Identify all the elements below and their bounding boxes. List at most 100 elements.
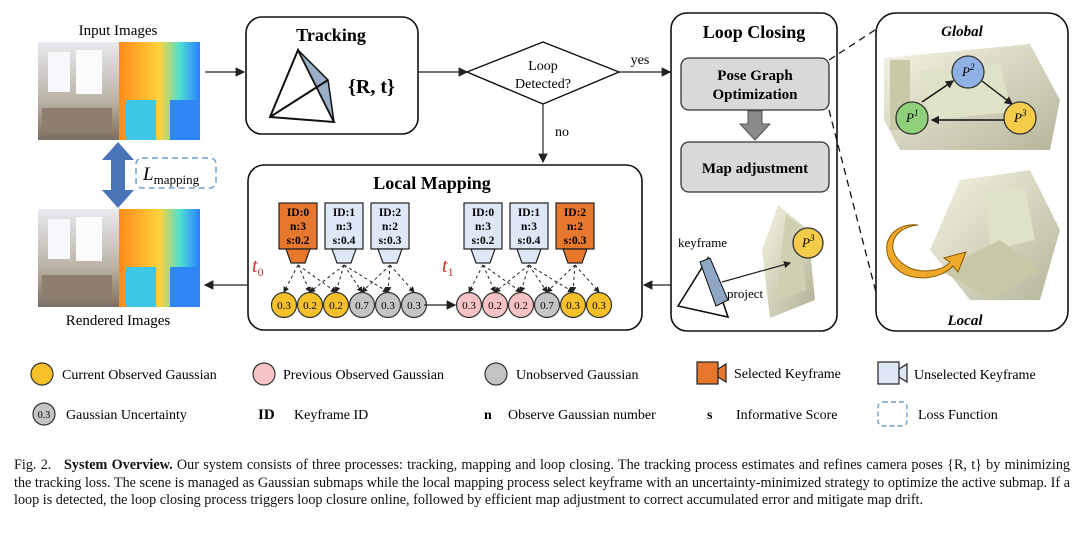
figure-caption: Fig. 2. System Overview. Our system cons… <box>14 457 1070 510</box>
t1-keyframe-id: ID:0 <box>472 207 495 219</box>
t1-gaussian <box>455 291 483 319</box>
t1-kf-link <box>468 264 484 293</box>
legend: Current Observed Gaussian Previous Obser… <box>30 361 1036 427</box>
keyframe-label: keyframe <box>678 235 727 250</box>
legend-loss-swatch <box>877 401 908 427</box>
local-scan <box>930 170 1060 300</box>
legend-unobserved-swatch <box>484 362 508 386</box>
t1-gaussian-value: 0.3 <box>566 300 580 312</box>
t1-kf-link <box>482 264 496 293</box>
t1-kf-link <box>528 264 574 293</box>
t0-gaussian <box>374 291 402 319</box>
t1-gaussian <box>585 291 613 319</box>
pose-graph-line2: Optimization <box>713 87 799 103</box>
legend-uncertainty-sample: 0.3 <box>38 410 51 421</box>
caption-fig-number: Fig. 2. <box>14 457 52 473</box>
input-image-pair <box>38 42 200 140</box>
legend-loss-label: Loss Function <box>918 408 998 423</box>
rendered-image-pair <box>38 209 200 307</box>
t1-keyframe-0: ID:0 n:3 s:0.2 <box>463 202 503 264</box>
t1-keyframe-s: s:0.4 <box>518 235 541 247</box>
p3-node-global-label: P3 <box>1013 108 1027 125</box>
t1-keyframe-n: n:3 <box>521 221 537 233</box>
caption-text: Our system consists of three processes: … <box>14 457 1071 509</box>
connector-top <box>828 27 879 61</box>
t1-keyframe-id: ID:1 <box>518 207 541 219</box>
t1-kf-link <box>519 264 530 293</box>
local-label: Local <box>947 313 984 329</box>
t1-keyframe-2: ID:2 n:2 s:0.3 <box>555 202 595 264</box>
p2-node-label: P2 <box>961 62 975 79</box>
pose-graph-box <box>680 57 830 111</box>
p1-node <box>895 101 929 135</box>
t0-gaussian-value: 0.3 <box>277 300 291 312</box>
p1-node-label: P1 <box>905 108 918 125</box>
t1-gaussian-value: 0.2 <box>488 300 502 312</box>
t0-kf-link <box>385 264 392 293</box>
no-label: no <box>555 125 569 140</box>
t0-keyframe-s: s:0.2 <box>287 235 310 247</box>
t0-kf-link <box>343 264 389 293</box>
t0-label: t0 <box>252 255 264 279</box>
legend-unselected-kf-icon <box>877 361 908 385</box>
t0-gaussian-value: 0.7 <box>355 300 369 312</box>
legend-uncertainty-label: Gaussian Uncertainty <box>66 408 187 423</box>
t1-gaussian <box>533 291 561 319</box>
t0-keyframe-id: ID:1 <box>333 207 356 219</box>
map-adjustment-box <box>680 141 830 193</box>
legend-id-key: ID <box>258 407 275 423</box>
project-label: project <box>727 286 763 301</box>
t1-kf-link <box>574 264 600 293</box>
t0-kf-link <box>297 264 337 293</box>
t0-gaussian-value: 0.3 <box>407 300 421 312</box>
t1-gaussian <box>559 291 587 319</box>
t1-label: t1 <box>442 255 454 279</box>
legend-unselected-kf-label: Unselected Keyframe <box>914 368 1036 383</box>
legend-previous-swatch <box>252 362 276 386</box>
t0-gaussian <box>348 291 376 319</box>
mapping-double-arrow <box>102 142 134 208</box>
t0-keyframe-1: ID:1 n:3 s:0.4 <box>324 202 364 264</box>
global-label: Global <box>941 24 984 40</box>
t0-kf-link <box>283 264 299 293</box>
t0-kf-link <box>334 264 345 293</box>
decision-line2: Detected? <box>515 77 571 92</box>
t0-keyframe-s: s:0.4 <box>333 235 356 247</box>
system-overview-figure: Input Images Rendered Images Lmapping Tr… <box>30 12 1069 427</box>
caption-title: System Overview. <box>64 457 173 473</box>
map-adjustment-label: Map adjustment <box>702 161 808 177</box>
t1-kf-link <box>546 264 576 293</box>
t0-kf-link <box>361 264 391 293</box>
loop-closing-title: Loop Closing <box>703 22 806 42</box>
t0-keyframe-0: ID:0n:3s:0.2 <box>278 202 318 264</box>
t0-keyframe-2: ID:2n:2s:0.3 <box>370 202 410 264</box>
yes-label: yes <box>631 53 650 68</box>
legend-n-desc: Observe Gaussian number <box>508 408 656 423</box>
legend-uncertainty-swatch <box>32 402 56 426</box>
rotation-arrow-icon <box>886 224 967 279</box>
connector-bottom <box>828 109 879 301</box>
keyframe-projection-illustration <box>676 205 824 319</box>
legend-current-swatch <box>30 362 54 386</box>
p3-node-loop <box>792 227 824 259</box>
t1-keyframe-n: n:3 <box>475 221 491 233</box>
t1-gaussian-value: 0.3 <box>592 300 606 312</box>
t0-kf-link <box>389 264 415 293</box>
pgo-to-mapadjust-arrow <box>738 110 772 141</box>
t0-gaussian-value: 0.2 <box>303 300 317 312</box>
t1-keyframe-s: s:0.2 <box>472 235 495 247</box>
t1-keyframe-s: s:0.3 <box>564 235 587 247</box>
local-mapping-content: ID:0 n:3 s:0.2 ID:1 n:3 s:0.4 ID:2 n:2 s:0.3 0.3 0… <box>270 202 613 319</box>
t0-keyframe-id: ID:0 <box>287 207 310 219</box>
t0-gaussian <box>296 291 324 319</box>
t0-keyframe-n: n:3 <box>336 221 352 233</box>
t1-kf-link <box>494 264 530 293</box>
legend-id-desc: Keyframe ID <box>294 408 368 423</box>
t0-keyframe-s: s:0.3 <box>379 235 402 247</box>
t0-kf-link <box>297 264 311 293</box>
t0-keyframe-n: n:2 <box>382 221 398 233</box>
t1-keyframe-n: n:2 <box>567 221 583 233</box>
local-mapping-title: Local Mapping <box>373 173 491 193</box>
t0-gaussian-value: 0.3 <box>381 300 395 312</box>
t1-keyframe-id: ID:2 <box>564 207 587 219</box>
